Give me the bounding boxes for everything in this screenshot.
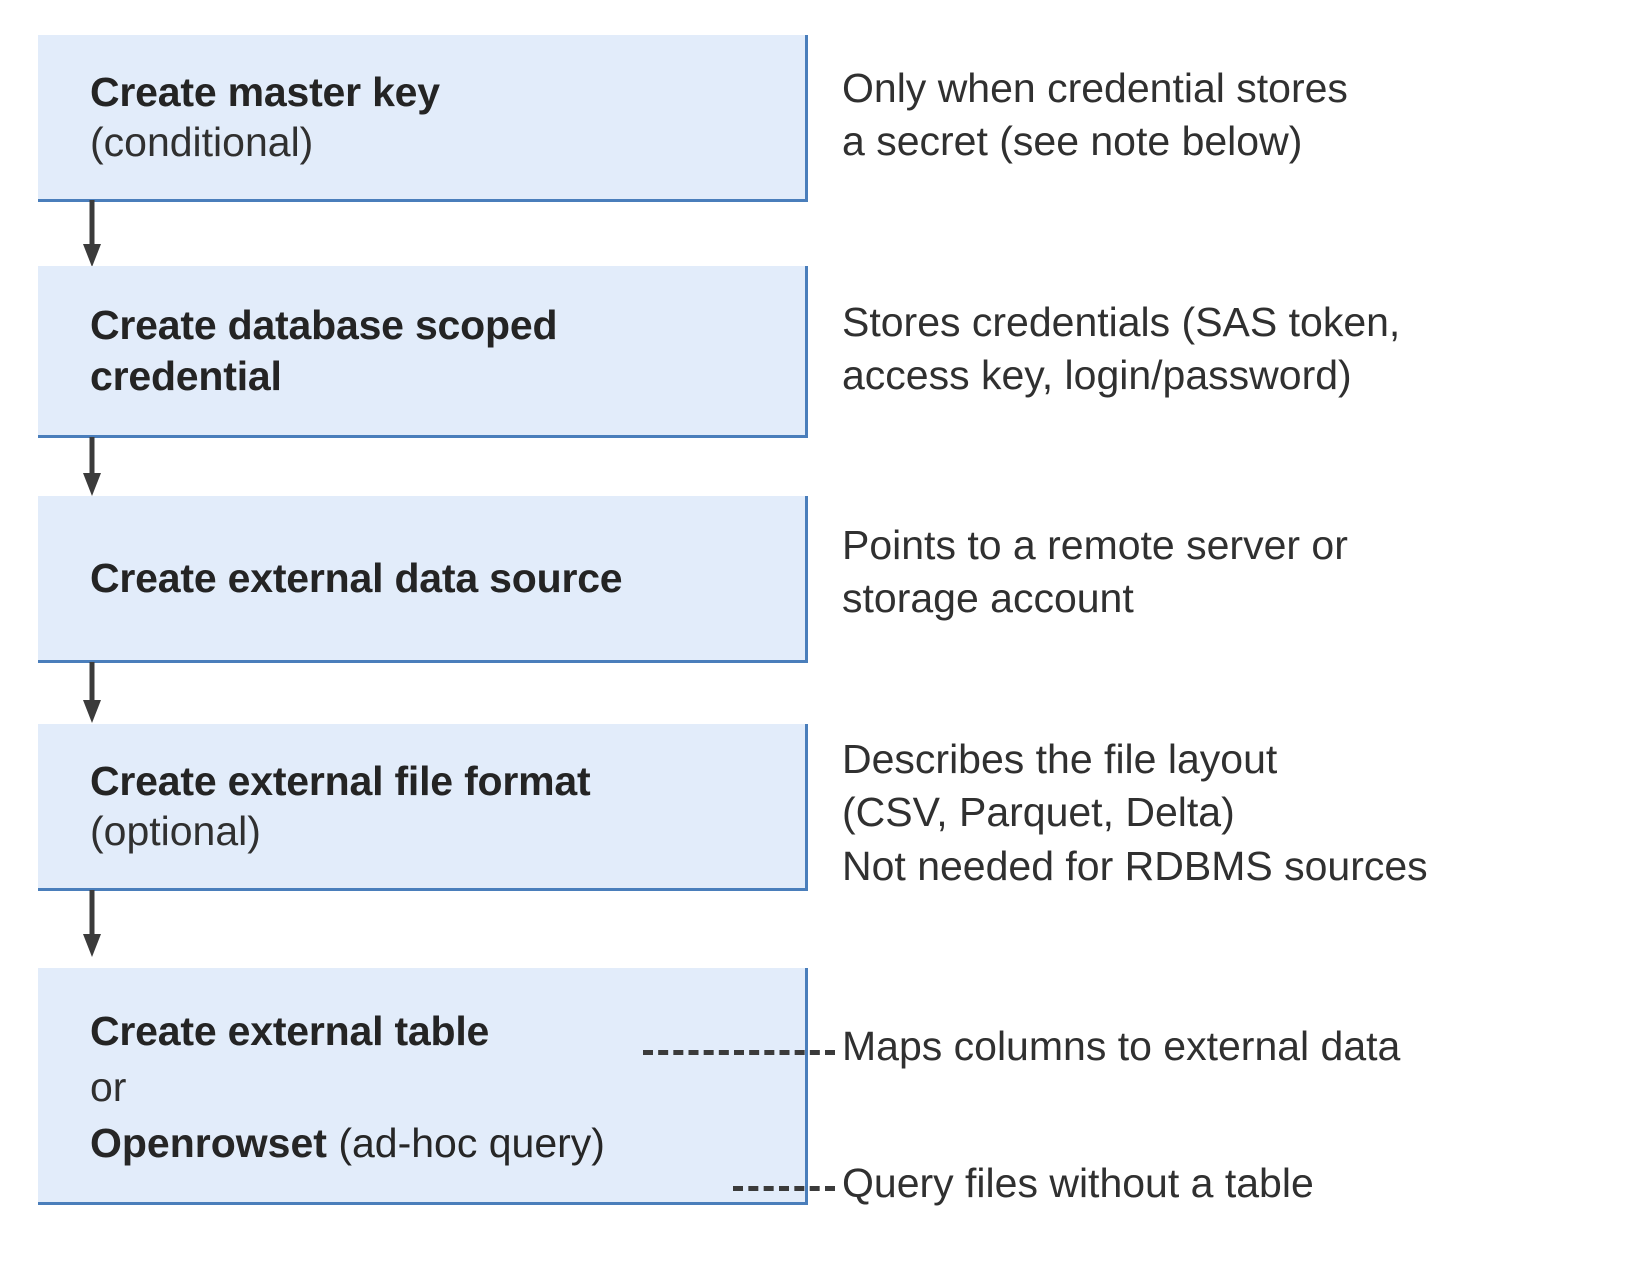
- step-title-external-data-source: Create external data source: [90, 554, 623, 601]
- dashed-connector-external-table: [643, 1050, 835, 1055]
- arrow-down-3: [83, 662, 101, 723]
- note-external-table: Maps columns to external data: [842, 1023, 1401, 1069]
- step-separator-or: or: [90, 1064, 127, 1111]
- note-master-key: Only when credential stores a secret (se…: [842, 65, 1348, 165]
- step-box-external-data-source[interactable]: Create external data source: [38, 496, 808, 663]
- note-database-scoped-credential: Stores credentials (SAS token, access ke…: [842, 299, 1401, 399]
- arrow-down-2: [83, 437, 101, 496]
- step-subtitle-external-file-format: (optional): [90, 808, 261, 854]
- dashed-connector-openrowset: [733, 1186, 835, 1191]
- step-box-external-file-format[interactable]: Create external file format (optional): [38, 724, 808, 891]
- arrow-down-4: [83, 890, 101, 957]
- step-box-master-key[interactable]: Create master key (conditional): [38, 35, 808, 202]
- step-title-master-key: Create master key: [90, 68, 440, 115]
- step-title-external-file-format: Create external file format: [90, 757, 591, 804]
- step-title-openrowset-suffix: (ad-hoc query): [326, 1120, 605, 1167]
- step-box-database-scoped-credential[interactable]: Create database scoped credential: [38, 266, 808, 438]
- step-title-database-scoped-credential: Create database scoped credential: [90, 302, 558, 399]
- step-title-openrowset-row: Openrowset (ad-hoc query): [38, 1118, 805, 1168]
- arrow-down-1: [83, 200, 101, 267]
- note-external-file-format: Describes the file layout (CSV, Parquet,…: [842, 736, 1428, 889]
- step-title-openrowset: Openrowset: [90, 1120, 327, 1167]
- step-box-external-table-or-openrowset[interactable]: Create external table or Openrowset (ad-…: [38, 968, 808, 1205]
- step-title-external-table: Create external table: [90, 1008, 490, 1054]
- note-openrowset: Query files without a table: [842, 1160, 1314, 1206]
- step-subtitle-master-key: (conditional): [90, 119, 314, 165]
- note-external-data-source: Points to a remote server or storage acc…: [842, 522, 1348, 622]
